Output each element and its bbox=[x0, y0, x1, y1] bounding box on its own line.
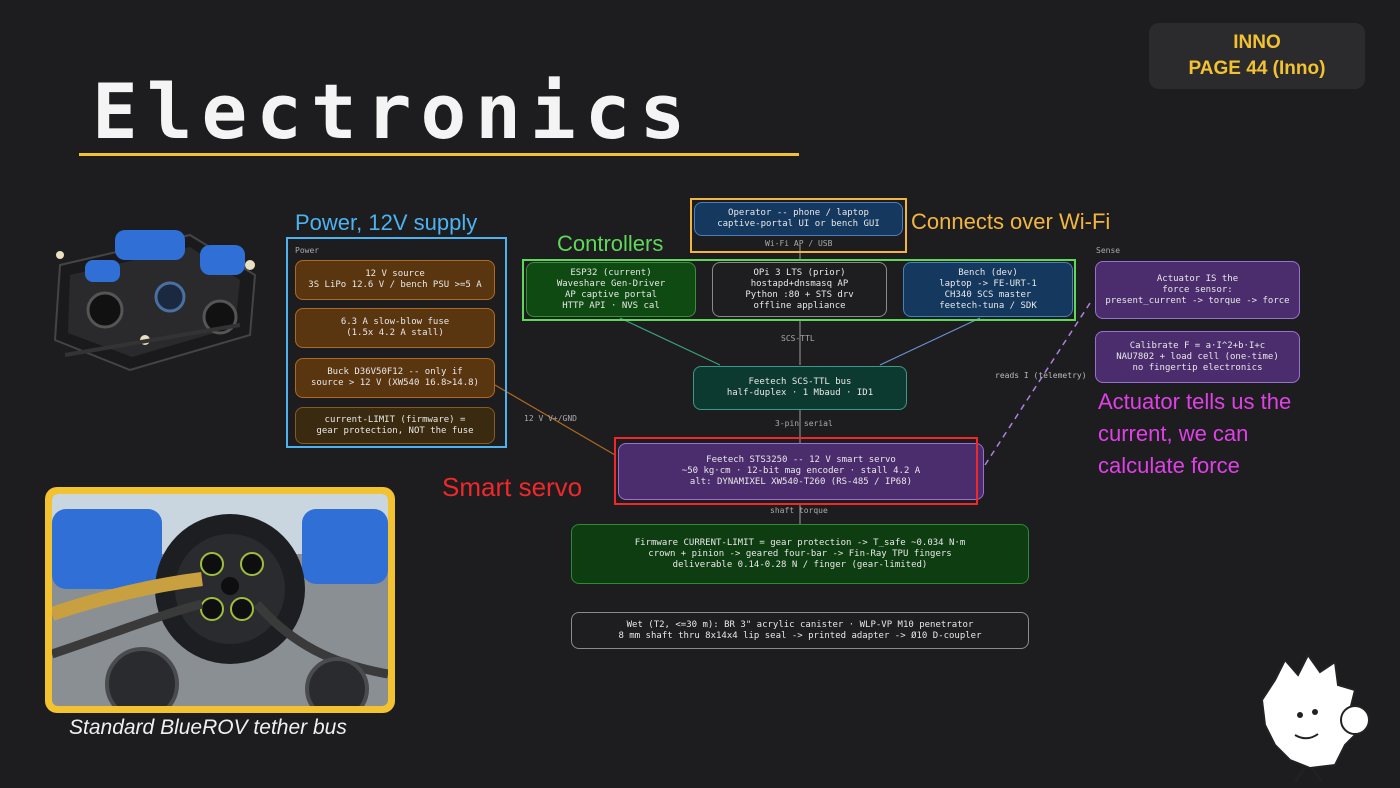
bench-box: Bench (dev) laptop -> FE-URT-1 CH340 SCS… bbox=[903, 262, 1073, 317]
three-pin-label: 3-pin serial bbox=[775, 419, 833, 428]
box-text: present_current -> torque -> force bbox=[1105, 295, 1290, 306]
bluerov-image bbox=[53, 230, 257, 372]
box-text: alt: DYNAMIXEL XW540-T260 (RS-485 / IP68… bbox=[689, 477, 913, 487]
wet-box: Wet (T2, <=30 m): BR 3" acrylic canister… bbox=[571, 612, 1029, 649]
box-text: ~50 kg·cm · 12-bit mag encoder · stall 4… bbox=[681, 466, 921, 476]
box-text: offline appliance bbox=[753, 300, 846, 311]
box-text: crown + pinion -> geared four-bar -> Fin… bbox=[648, 548, 952, 559]
box-text: source > 12 V (XW540 16.8>14.8) bbox=[311, 378, 479, 388]
box-text: Wet (T2, <=30 m): BR 3" acrylic canister… bbox=[626, 619, 974, 630]
wifi-ap-label: Wi-Fi AP / USB bbox=[765, 239, 833, 248]
box-text: Buck D36V50F12 -- only if bbox=[327, 367, 463, 377]
tether-bus-photo bbox=[52, 494, 388, 706]
box-text: Calibrate F = a·I^2+b·I+c bbox=[1129, 340, 1266, 351]
badge-line-2: PAGE 44 (Inno) bbox=[1188, 58, 1326, 79]
box-text: gear protection, NOT the fuse bbox=[316, 425, 474, 436]
box-text: current-LIMIT (firmware) = bbox=[324, 414, 466, 425]
fuse-box: 6.3 A slow-blow fuse (1.5x 4.2 A stall) bbox=[295, 308, 495, 348]
smart-servo-label: Smart servo bbox=[442, 472, 583, 502]
box-text: AP captive portal bbox=[564, 289, 658, 300]
power-source-box: 12 V source 3S LiPo 12.6 V / bench PSU >… bbox=[295, 260, 495, 300]
box-text: NAU7802 + load cell (one-time) bbox=[1116, 351, 1279, 362]
box-text: HTTP API · NVS cal bbox=[562, 300, 660, 311]
wifi-highlight bbox=[690, 198, 907, 253]
controllers-highlight bbox=[522, 259, 1076, 321]
photo-caption: Standard BlueROV tether bus bbox=[69, 716, 347, 739]
box-text: Bench (dev) bbox=[958, 267, 1018, 278]
power-header: Power bbox=[295, 246, 320, 255]
box-text: 3S LiPo 12.6 V / bench PSU >=5 A bbox=[308, 280, 482, 290]
box-text: Feetech STS3250 -- 12 V smart servo bbox=[706, 455, 896, 465]
scs-ttl-label: SCS-TTL bbox=[781, 334, 815, 343]
actuator-label: Actuator tells us the current, we can ca… bbox=[1098, 389, 1292, 478]
sense-box-1: Actuator IS the force sensor: present_cu… bbox=[1095, 261, 1300, 319]
controllers-label: Controllers bbox=[557, 231, 664, 256]
power-label: Power, 12V supply bbox=[295, 210, 478, 235]
box-text: laptop -> FE-URT-1 bbox=[939, 278, 1037, 289]
box-text: Firmware CURRENT-LIMIT = gear protection… bbox=[634, 537, 966, 548]
bus-box: Feetech SCS-TTL bus half-duplex · 1 Mbau… bbox=[693, 366, 907, 410]
box-text: 8 mm shaft thru 8x14x4 lip seal -> print… bbox=[618, 630, 982, 641]
reads-label: reads I (telemetry) bbox=[995, 371, 1087, 380]
shaft-torque-label: shaft torque bbox=[770, 506, 828, 515]
opi-box: OPi 3 LTS (prior) hostapd+dnsmasq AP Pyt… bbox=[712, 262, 887, 317]
box-text: ESP32 (current) bbox=[570, 267, 652, 278]
box-text: Feetech SCS-TTL bus bbox=[748, 377, 852, 387]
box-text: feetech-tuna / SDK bbox=[939, 300, 1037, 311]
box-text: half-duplex · 1 Mbaud · ID1 bbox=[726, 388, 874, 398]
page-badge: INNO PAGE 44 (Inno) bbox=[1149, 23, 1365, 89]
servo-box: Feetech STS3250 -- 12 V smart servo ~50 … bbox=[618, 443, 984, 500]
box-text: no fingertip electronics bbox=[1132, 362, 1263, 373]
box-text: Actuator IS the bbox=[1156, 273, 1239, 284]
box-text: Waveshare Gen-Driver bbox=[556, 278, 666, 289]
wifi-label: Connects over Wi-Fi bbox=[911, 209, 1111, 234]
box-text: 12 V source bbox=[365, 269, 425, 279]
buck-box: Buck D36V50F12 -- only if source > 12 V … bbox=[295, 358, 495, 398]
firmware-box: Firmware CURRENT-LIMIT = gear protection… bbox=[571, 524, 1029, 584]
box-text: force sensor: bbox=[1162, 284, 1233, 295]
box-text: OPi 3 LTS (prior) bbox=[753, 267, 846, 278]
sense-box-2: Calibrate F = a·I^2+b·I+c NAU7802 + load… bbox=[1095, 331, 1300, 383]
mascot-image bbox=[1260, 653, 1370, 783]
box-text: Python :80 + STS drv bbox=[745, 289, 854, 300]
box-text: deliverable 0.14-0.28 N / finger (gear-l… bbox=[672, 559, 928, 570]
box-text: (1.5x 4.2 A stall) bbox=[346, 328, 444, 338]
operator-box: Operator -- phone / laptop captive-porta… bbox=[694, 202, 903, 236]
box-text: captive-portal UI or bench GUI bbox=[717, 219, 880, 229]
slide-title: Electronics bbox=[92, 67, 695, 156]
smart-servo-highlight bbox=[614, 437, 978, 505]
title-underline bbox=[79, 153, 799, 156]
badge-line-1: INNO bbox=[1233, 32, 1281, 53]
box-text: Operator -- phone / laptop bbox=[728, 208, 869, 218]
current-limit-box: current-LIMIT (firmware) = gear protecti… bbox=[295, 407, 495, 444]
v-gnd-label: 12 V V+/GND bbox=[524, 414, 577, 423]
sense-header: Sense bbox=[1096, 246, 1121, 255]
box-text: hostapd+dnsmasq AP bbox=[750, 278, 849, 289]
power-highlight bbox=[286, 237, 507, 448]
box-text: CH340 SCS master bbox=[944, 289, 1032, 300]
esp32-box: ESP32 (current) Waveshare Gen-Driver AP … bbox=[526, 262, 696, 317]
box-text: 6.3 A slow-blow fuse bbox=[340, 317, 450, 327]
